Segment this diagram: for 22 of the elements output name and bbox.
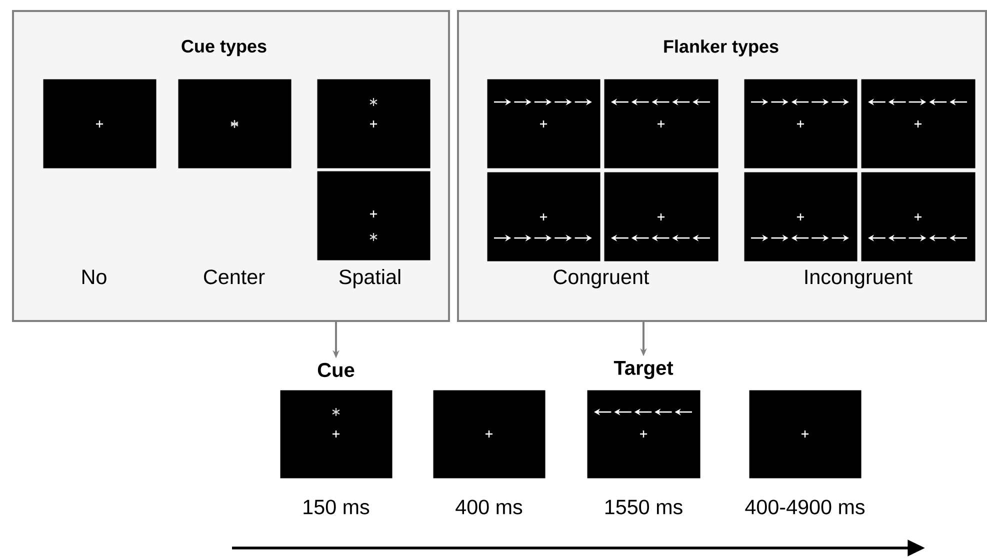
- stimulus-screen: [604, 172, 718, 262]
- duration-label: 1550 ms: [605, 500, 682, 514]
- stimulus-screen: [744, 172, 858, 262]
- condition-label: Incongruent: [805, 270, 912, 288]
- condition-label: No: [82, 270, 106, 284]
- stimulus-screen: [487, 172, 600, 262]
- stimulus-screen: [861, 172, 976, 262]
- stimulus-screen: [317, 171, 430, 260]
- screen-heading: Target: [614, 361, 674, 380]
- duration-label: 400 ms: [456, 500, 522, 514]
- condition-label: Center: [204, 270, 265, 284]
- duration-label: 150 ms: [304, 500, 370, 514]
- stimulus-screen: [604, 79, 718, 168]
- screen-heading: Cue: [318, 362, 354, 378]
- stimulus-screen: [317, 79, 430, 168]
- condition-label: Congruent: [554, 270, 650, 288]
- stimulus-screen: [487, 79, 600, 168]
- stimulus-screen: [43, 79, 156, 168]
- duration-label: 400-4900 ms: [745, 500, 865, 514]
- stimulus-screen: [861, 79, 976, 168]
- stimulus-screen: [744, 79, 858, 168]
- stimulus-screen: [178, 79, 292, 168]
